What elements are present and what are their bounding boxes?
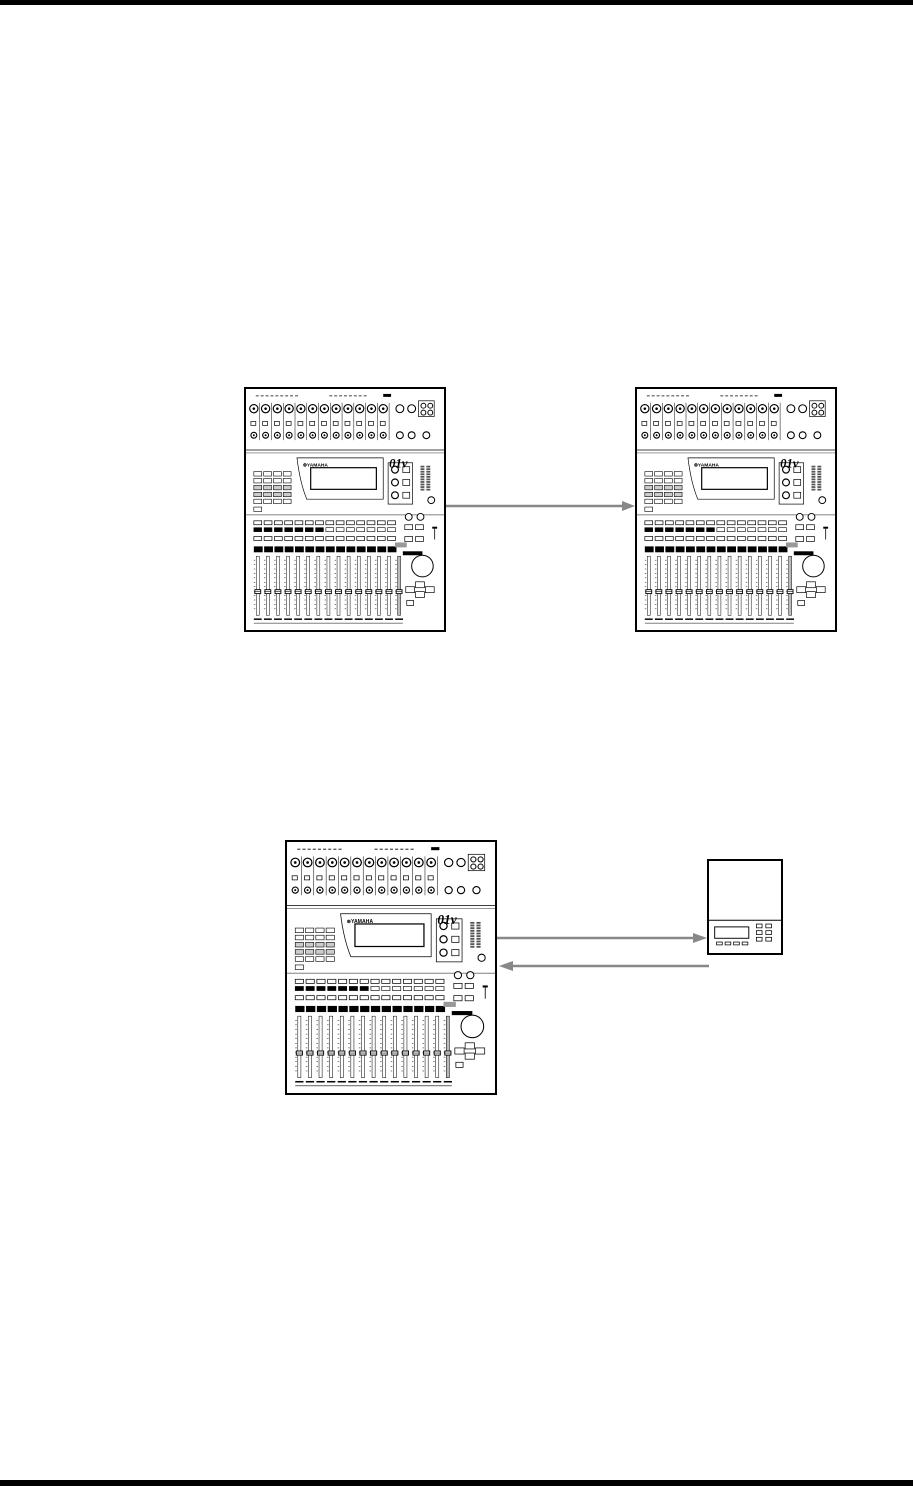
top-rule (0, 0, 913, 5)
mixer-brand-logo: ⊛YAMAHA (303, 463, 329, 469)
connection-arrow-to-device (497, 928, 709, 948)
mixer-panel-drawing: ⊛YAMAHA 01v (287, 842, 495, 1093)
mixer-brand-logo: ⊛YAMAHA (347, 919, 374, 925)
device-display (715, 927, 749, 938)
connection-arrow-right (446, 496, 636, 516)
external-device-drawing (709, 861, 781, 953)
mixer-model-logo: 01v (437, 912, 457, 927)
mixer-console-3: ⊛YAMAHA 01v (285, 840, 497, 1095)
connection-arrow-from-device (497, 956, 709, 976)
mixer-brand-logo: ⊛YAMAHA (694, 463, 720, 469)
external-device (707, 859, 783, 955)
mixer-panel-drawing: ⊛YAMAHA 01v (246, 389, 444, 630)
mixer-panel-drawing: ⊛YAMAHA 01v (637, 389, 835, 630)
mixer-console-1: ⊛YAMAHA 01v (244, 387, 446, 632)
bottom-rule (0, 1480, 913, 1486)
mixer-model-logo: 01v (780, 457, 799, 471)
mixer-model-logo: 01v (389, 457, 408, 471)
mixer-console-2: ⊛YAMAHA 01v (635, 387, 837, 632)
